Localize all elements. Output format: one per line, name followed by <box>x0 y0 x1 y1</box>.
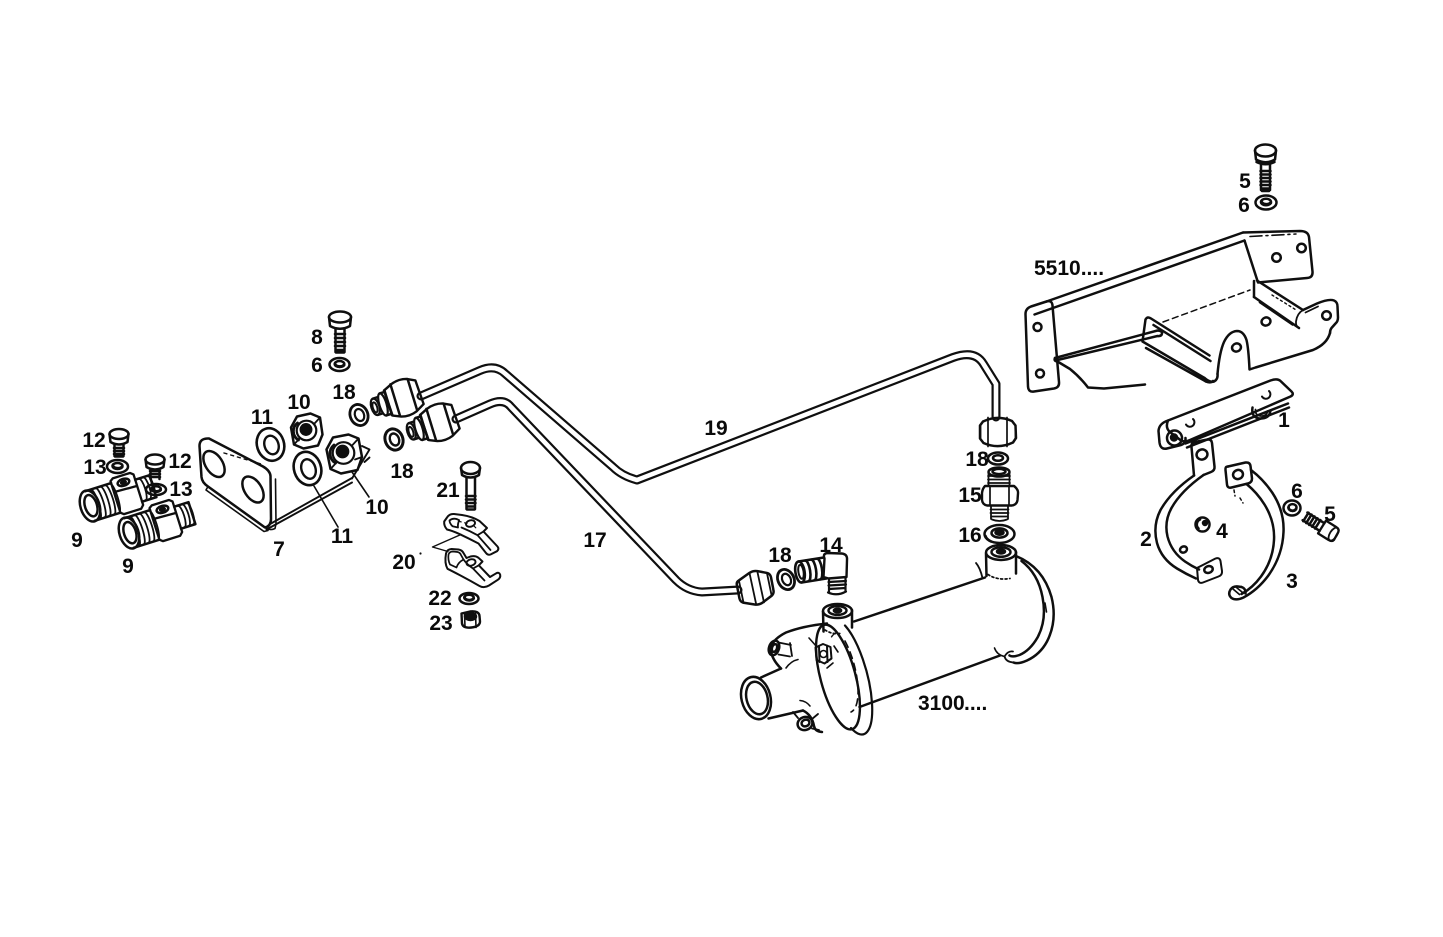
svg-text:12: 12 <box>168 450 191 473</box>
svg-text:14: 14 <box>819 534 843 557</box>
svg-text:7: 7 <box>273 538 285 561</box>
svg-text:18: 18 <box>332 381 356 404</box>
svg-text:10: 10 <box>365 496 388 519</box>
svg-text:8: 8 <box>311 326 323 349</box>
svg-text:5510....: 5510.... <box>1034 257 1104 280</box>
svg-text:18: 18 <box>768 544 792 567</box>
svg-text:4: 4 <box>1216 520 1228 543</box>
svg-text:23: 23 <box>429 612 452 635</box>
svg-text:13: 13 <box>83 456 106 479</box>
svg-text:....: .... <box>964 692 987 715</box>
svg-text:22: 22 <box>428 587 451 610</box>
svg-text:18: 18 <box>965 448 989 471</box>
svg-text:2: 2 <box>1140 528 1152 551</box>
svg-text:1: 1 <box>1278 409 1290 432</box>
svg-text:16: 16 <box>958 524 981 547</box>
svg-text:9: 9 <box>71 529 83 552</box>
svg-text:12: 12 <box>82 429 105 452</box>
svg-text:3: 3 <box>1286 570 1298 593</box>
svg-text:5: 5 <box>1324 503 1336 526</box>
svg-text:11: 11 <box>331 525 354 548</box>
svg-text:20: 20 <box>392 551 415 574</box>
svg-text:11: 11 <box>251 406 274 429</box>
svg-text:21: 21 <box>436 479 460 502</box>
svg-text:19: 19 <box>704 417 727 440</box>
svg-text:9: 9 <box>122 555 134 578</box>
svg-text:6: 6 <box>311 354 323 377</box>
svg-text:6: 6 <box>1238 194 1250 217</box>
svg-text:10: 10 <box>287 391 310 414</box>
svg-text:3100: 3100 <box>918 692 965 715</box>
svg-text:5: 5 <box>1239 170 1251 193</box>
svg-text:15: 15 <box>958 484 982 507</box>
svg-text:17: 17 <box>583 529 606 552</box>
svg-text:13: 13 <box>169 478 192 501</box>
svg-text:6: 6 <box>1291 480 1303 503</box>
svg-text:18: 18 <box>390 460 414 483</box>
